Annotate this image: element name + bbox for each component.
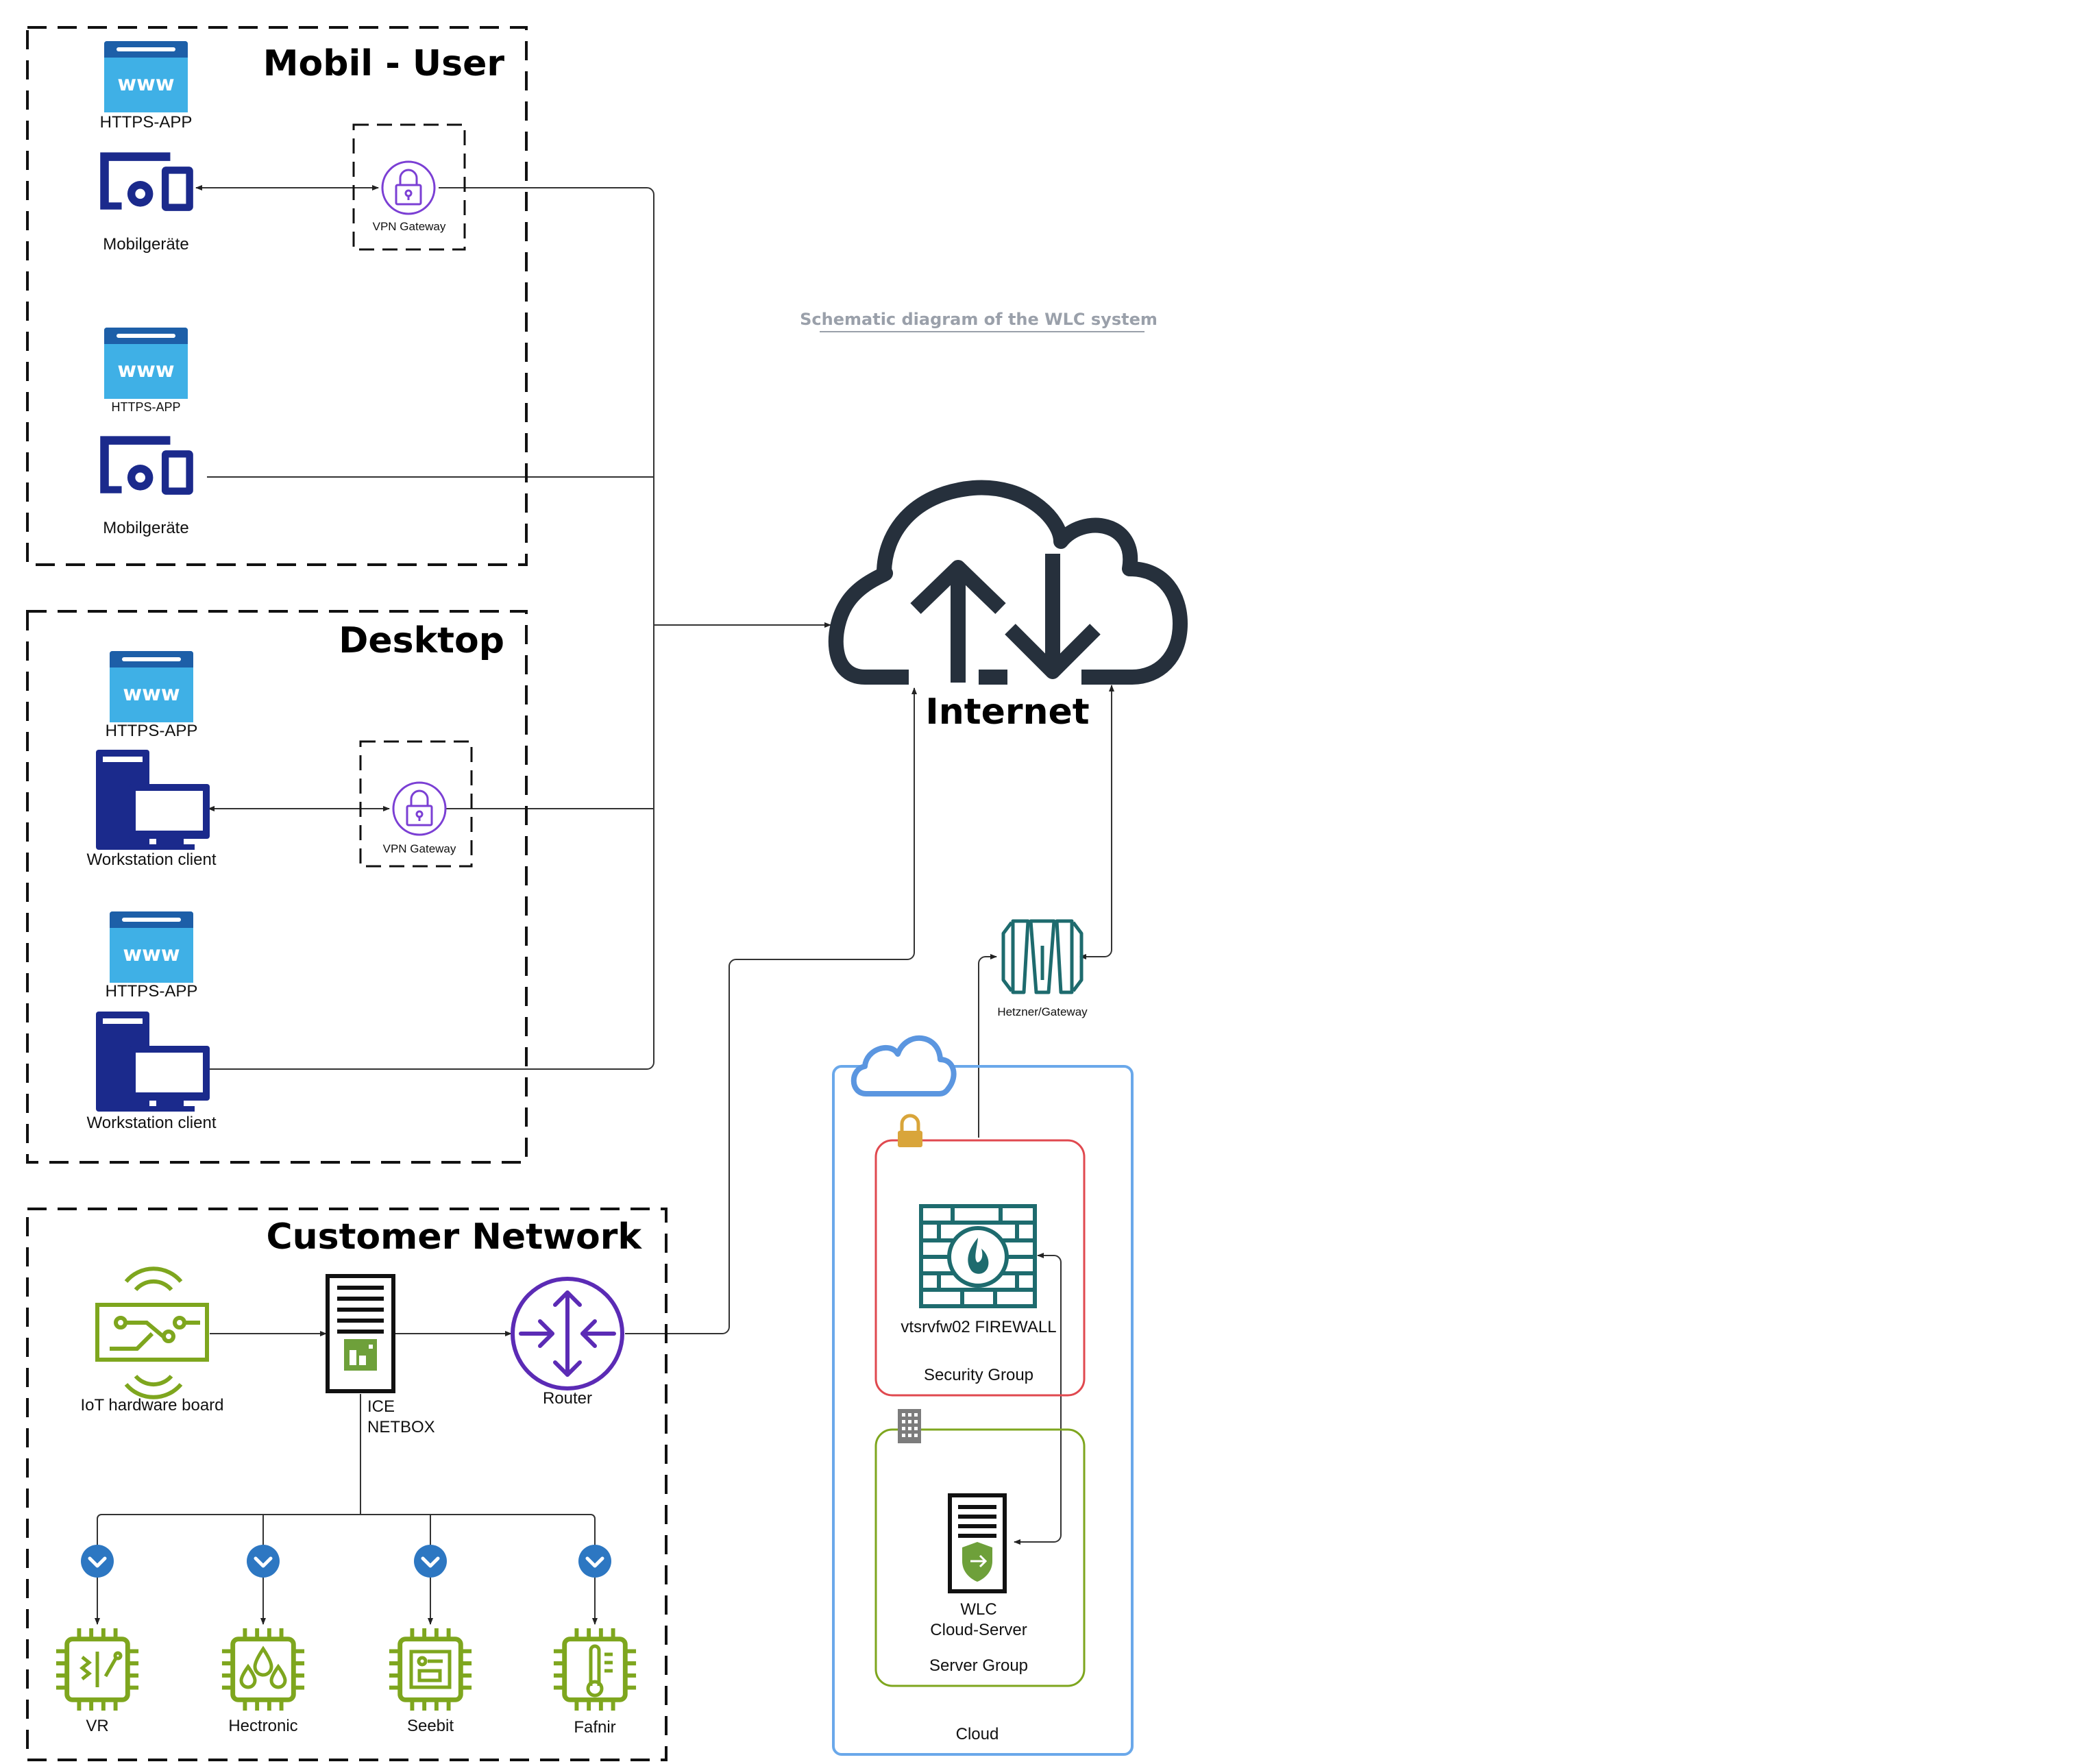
sensor-label-hectronic: Hectronic <box>228 1717 297 1735</box>
gateway-label: Hetzner/Gateway <box>997 1005 1088 1018</box>
shield-server-icon[interactable] <box>948 1493 1007 1593</box>
connector-lines <box>95 185 1114 1625</box>
desktop-app1-label: HTTPS-APP <box>106 722 198 740</box>
chip-icon[interactable] <box>222 1628 304 1711</box>
netbox-label-line2: NETBOX <box>367 1418 435 1436</box>
security-group-label: Security Group <box>924 1366 1033 1384</box>
router-label: Router <box>543 1389 592 1408</box>
vpn-box-mobil <box>352 123 466 251</box>
workstation-icon[interactable] <box>96 750 210 850</box>
iot-board-icon[interactable] <box>95 1266 209 1399</box>
gateway-icon[interactable] <box>1001 919 1084 994</box>
chevron-down-icon[interactable] <box>81 1545 114 1578</box>
customer-network-title: Customer Network <box>266 1216 642 1258</box>
server-label-line1: WLC <box>960 1600 996 1619</box>
desktop-group <box>26 610 528 1164</box>
desktop-vpn-label: VPN Gateway <box>383 842 456 855</box>
desktop-title: Desktop <box>339 620 504 661</box>
desktop-client2-label: Workstation client <box>87 1114 217 1132</box>
netbox-label-line1: ICE <box>367 1397 395 1416</box>
chip-icon[interactable] <box>56 1628 138 1711</box>
mobil-user-group <box>26 26 528 566</box>
mobil-device1-label: Mobilgeräte <box>103 235 188 254</box>
cloud-label: Cloud <box>956 1725 999 1743</box>
security-group-box <box>874 1139 1086 1397</box>
lock-icon[interactable] <box>381 160 436 215</box>
mobil-app2-label: HTTPS-APP <box>111 400 180 414</box>
iot-board-label: IoT hardware board <box>80 1396 223 1414</box>
desktop-app2-label: HTTPS-APP <box>106 982 198 1001</box>
www-icon <box>110 651 193 722</box>
server-group-label: Server Group <box>929 1656 1028 1675</box>
server-icon[interactable] <box>326 1274 395 1393</box>
workstation-icon[interactable] <box>96 1012 210 1112</box>
chevron-down-icon[interactable] <box>414 1545 447 1578</box>
building-icon <box>898 1409 921 1443</box>
chip-icon[interactable] <box>389 1628 472 1711</box>
mobile-device-icon[interactable] <box>100 152 193 211</box>
firewall-icon[interactable] <box>919 1204 1037 1308</box>
cloud-container <box>832 1065 1134 1756</box>
sensor-label-fafnir: Fafnir <box>574 1718 615 1737</box>
mobil-device2-label: Mobilgeräte <box>103 519 188 537</box>
mobil-user-title: Mobil - User <box>263 43 505 84</box>
server-group-box <box>874 1428 1086 1687</box>
mobile-device-icon[interactable] <box>100 436 193 495</box>
www-icon <box>110 911 193 983</box>
chevron-down-icon[interactable] <box>247 1545 280 1578</box>
router-icon[interactable] <box>511 1277 624 1391</box>
padlock-icon <box>898 1114 922 1147</box>
vpn-box-desktop <box>359 740 473 868</box>
desktop-client1-label: Workstation client <box>87 850 217 869</box>
firewall-label: vtsrvfw02 FIREWALL <box>901 1318 1056 1336</box>
mobil-vpn-label: VPN Gateway <box>373 220 446 233</box>
www-icon <box>104 328 188 399</box>
diagram-title: Schematic diagram of the WLC system <box>800 310 1158 329</box>
internet-label: Internet <box>925 691 1089 733</box>
sensor-label-vr: VR <box>86 1717 108 1735</box>
mobil-app1-label: HTTPS-APP <box>100 113 193 132</box>
cloud-updown-icon[interactable] <box>828 480 1188 685</box>
chevron-down-icon[interactable] <box>578 1545 611 1578</box>
chip-icon[interactable] <box>554 1628 636 1711</box>
lock-icon[interactable] <box>392 781 447 836</box>
server-label-line2: Cloud-Server <box>930 1621 1027 1639</box>
sensor-label-seebit: Seebit <box>407 1717 454 1735</box>
customer-network-group <box>26 1208 668 1761</box>
cloud-icon <box>850 1036 957 1097</box>
www-icon <box>104 41 188 112</box>
